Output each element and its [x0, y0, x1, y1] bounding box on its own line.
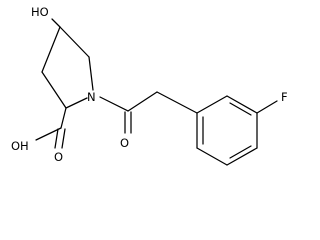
bond-ar-6-1	[196, 95, 228, 114]
ring-nitrogen-label: N	[87, 90, 96, 104]
bond-c2-c3	[41, 71, 67, 109]
acid-oxygen-label: O	[54, 150, 63, 164]
bond-c4-c5	[59, 26, 90, 58]
bond-acid-c-oh	[35, 127, 62, 141]
bond-ar-5-6	[226, 95, 258, 114]
acid-hydroxyl-label: OH	[11, 139, 29, 153]
bond-ar-inner-b	[229, 145, 252, 159]
bond-acid-c-o-double-a	[54, 128, 59, 149]
bond-ch2-aryl	[156, 91, 198, 114]
bond-ar-f	[256, 100, 278, 114]
bond-ar-3-4	[226, 147, 258, 166]
bond-c5-n	[88, 56, 94, 91]
bond-ar-inner-c	[229, 102, 252, 116]
molecule-structure: HO N OH O O F	[11, 5, 288, 166]
bond-c3-c4	[41, 26, 61, 73]
bond-acid-c-o-double-b	[61, 128, 66, 149]
bond-acyl-c-ch2	[127, 91, 158, 112]
bond-c2-acid-carbon	[60, 107, 67, 129]
bond-n-acyl-carbon	[99, 96, 129, 112]
hydroxyl-label: HO	[31, 5, 49, 19]
bond-c4-oh	[51, 18, 61, 28]
carbonyl-oxygen-label: O	[120, 136, 129, 150]
bond-ar-2-3	[196, 147, 228, 166]
bond-n-c2	[65, 97, 88, 109]
fluorine-label: F	[281, 90, 288, 104]
structure-canvas: HO N OH O O F	[11, 5, 288, 166]
